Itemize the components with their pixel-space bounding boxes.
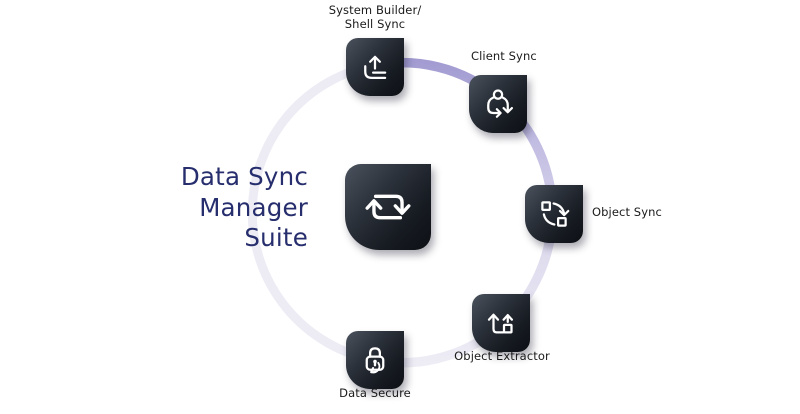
- upload-tray-icon: [364, 55, 387, 79]
- page-title-line1: Data Sync: [180, 162, 308, 191]
- object-extractor-tile: [472, 294, 530, 352]
- squares-sync-icon: [541, 201, 570, 227]
- page-title-line3: Suite: [244, 223, 308, 252]
- object-extractor-label: Object Extractor: [454, 349, 550, 363]
- user-sync-icon: [487, 89, 513, 118]
- extract-up-arrows-icon: [487, 313, 513, 334]
- lock-refresh-icon: [365, 347, 385, 374]
- client-sync-label: Client Sync: [471, 49, 537, 63]
- hub-tile: [345, 164, 431, 250]
- system-builder-label: System Builder/ Shell Sync: [305, 3, 445, 31]
- object-sync-label: Object Sync: [592, 205, 662, 219]
- data-secure-tile: [346, 331, 404, 389]
- client-sync-tile: [469, 75, 527, 133]
- system-builder-tile: [346, 38, 404, 96]
- ring-left-arc: [247, 60, 377, 365]
- sync-arrows-icon: [365, 194, 411, 220]
- data-secure-label: Data Secure: [339, 386, 411, 400]
- page-title-line2: Manager: [199, 192, 308, 222]
- system-builder-label-line2: Shell Sync: [344, 16, 406, 31]
- system-builder-label-line1: System Builder/: [328, 3, 422, 17]
- page-title: Data Sync Manager Suite: [120, 162, 308, 254]
- object-sync-tile: [525, 185, 583, 243]
